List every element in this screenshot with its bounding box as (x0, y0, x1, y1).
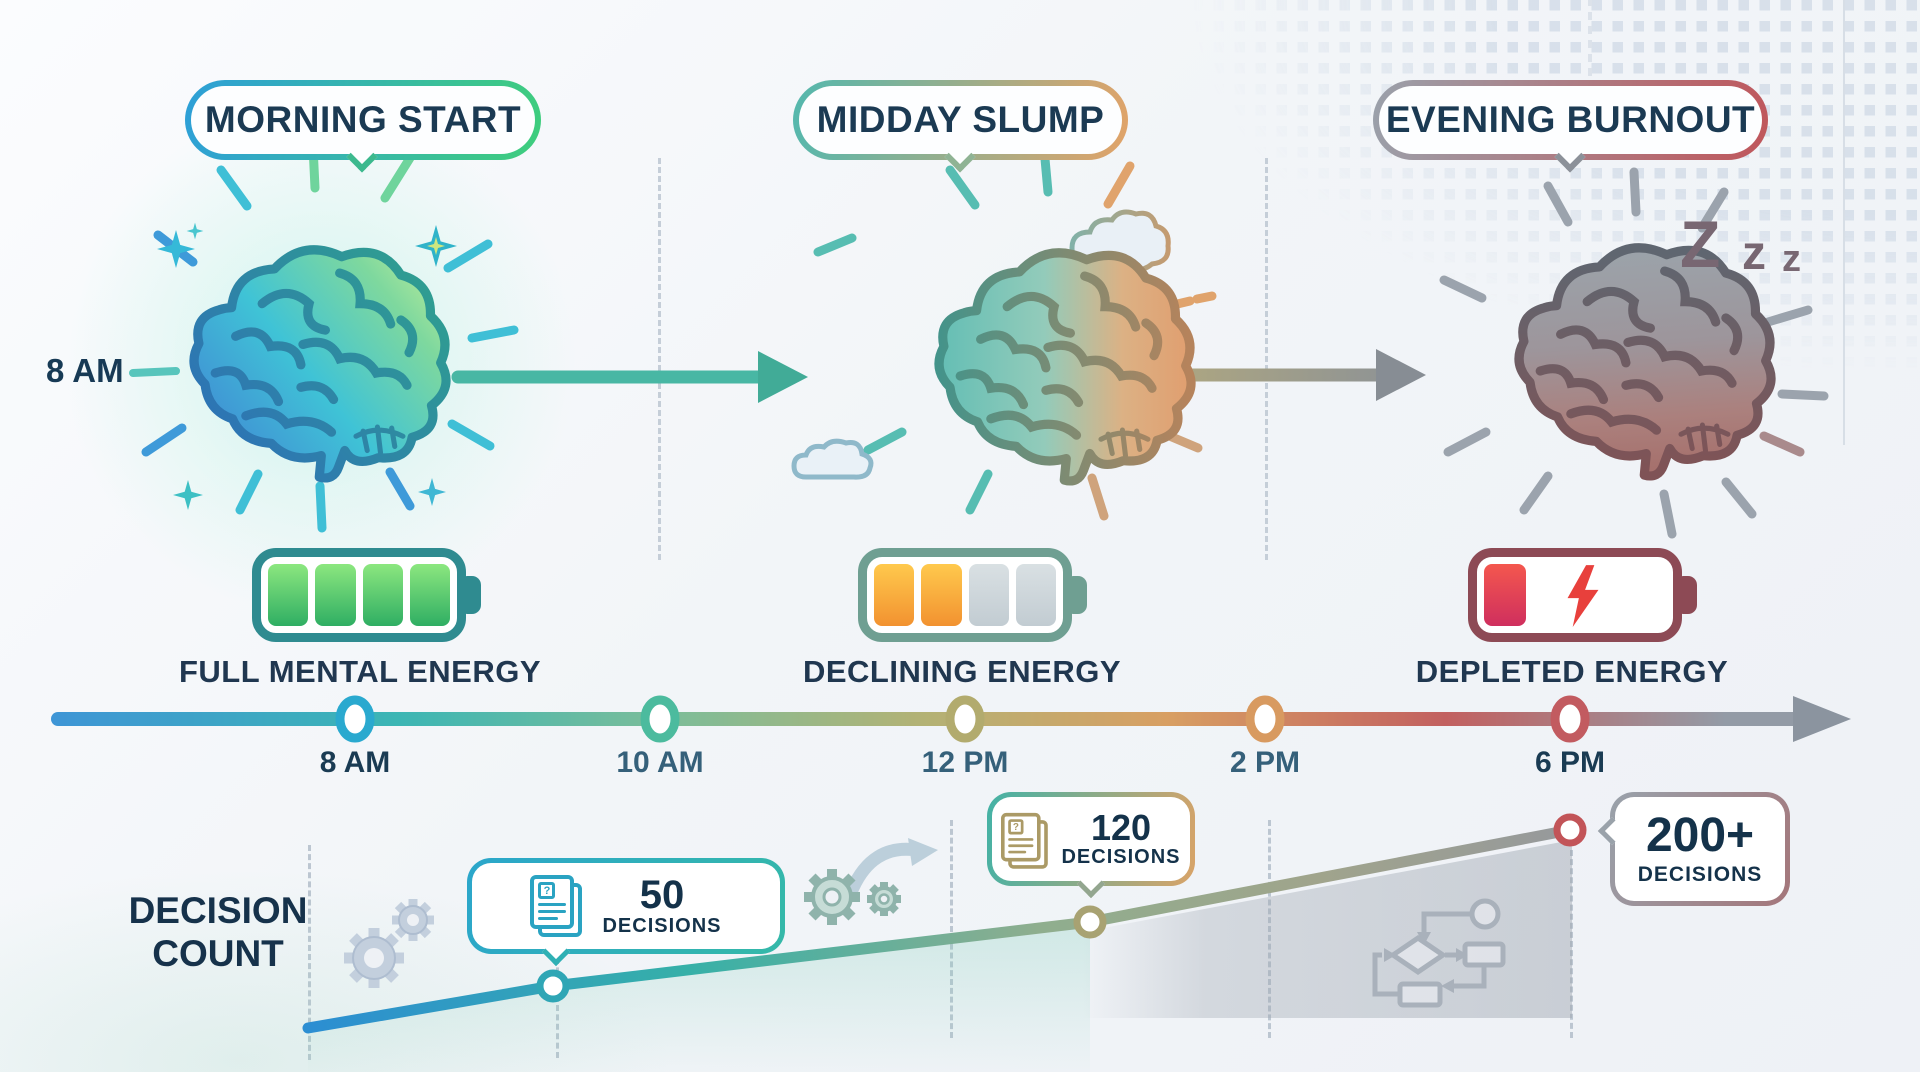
arrow-head-gray-icon (1376, 349, 1426, 401)
battery-depleted-icon (1468, 548, 1682, 642)
callout-value: 120 (1090, 807, 1152, 848)
sleep-z-3: z (1782, 238, 1801, 280)
callout-50-decisions: ? 50 DECISIONS (467, 858, 785, 967)
small-cloud-icon (791, 438, 874, 480)
battery-cell (1484, 564, 1526, 626)
battery-cell (921, 564, 962, 626)
callout-unit: DECISIONS (1061, 846, 1181, 868)
energy-label-declining: DECLINING ENERGY (802, 654, 1122, 689)
timeline-dot-8am (335, 695, 375, 743)
morning-side-time: 8 AM (46, 352, 124, 389)
callout-value: 200+ (1645, 808, 1755, 862)
stage-bubble-evening: EVENING BURNOUT (1373, 80, 1768, 173)
timeline-dot-6pm (1550, 695, 1590, 743)
energy-label-depleted: DEPLETED ENERGY (1415, 654, 1729, 689)
decision-gray-shade (1082, 840, 1572, 1018)
battery-cell (874, 564, 915, 626)
decision-heading-line1: DECISION (128, 890, 308, 931)
battery-cell (362, 564, 403, 626)
brain-evening (1514, 243, 1776, 481)
decision-point-50 (536, 969, 570, 1003)
callout-value: 50 (639, 873, 685, 917)
flowchart-icon (1372, 898, 1506, 1008)
energy-label-full: FULL MENTAL ENERGY (178, 654, 542, 689)
brain-morning (189, 245, 451, 483)
gears-icon-teal (804, 838, 938, 925)
stage-title-evening: EVENING BURNOUT (1385, 99, 1756, 140)
timeline-dot-10am (640, 695, 680, 743)
background-ladder-mark (1588, 0, 1592, 118)
callout-200-decisions: 200+ DECISIONS (1597, 792, 1790, 906)
decision-point-200 (1553, 813, 1587, 847)
timeline-label-10am: 10 AM (616, 746, 704, 779)
arrow-head-teal-icon (758, 351, 808, 403)
battery-cell (968, 564, 1009, 626)
section-divider-2 (1265, 158, 1268, 560)
decision-doc-icon: ? (1001, 812, 1049, 869)
timeline-arrowhead-icon (1793, 696, 1851, 742)
background-vertical-line (1843, 0, 1845, 445)
battery-cell (1015, 564, 1056, 626)
decision-guide-line-3 (950, 820, 953, 1038)
brain-midday (934, 248, 1196, 486)
timeline-dot-2pm (1245, 695, 1285, 743)
stage-title-morning: MORNING START (204, 99, 522, 140)
decision-trend-line (302, 824, 1576, 1034)
battery-declining-icon (858, 548, 1072, 642)
decision-point-120 (1073, 905, 1107, 939)
question-mark-icon: ? (1008, 819, 1024, 835)
gears-icon-blue (344, 899, 434, 988)
section-divider-1 (658, 158, 661, 560)
battery-cell (409, 564, 450, 626)
curved-arrow-icon (845, 842, 923, 897)
timeline-dot-12pm (945, 695, 985, 743)
sleep-z-1: Z (1680, 207, 1721, 281)
sleep-z-2: z (1742, 227, 1766, 280)
callout-120-decisions: ? 120 DECISIONS (987, 792, 1195, 899)
timeline-label-6pm: 6 PM (1534, 746, 1606, 779)
battery-cell (315, 564, 356, 626)
lightning-bolt-icon (1567, 565, 1599, 627)
callout-unit: DECISIONS (1637, 862, 1763, 886)
decision-area-fill (308, 925, 1090, 1072)
decision-heading-line2: COUNT (152, 932, 284, 974)
decision-doc-icon: ? (530, 875, 586, 937)
decision-count-heading: DECISION COUNT (98, 890, 338, 975)
battery-full-icon (252, 548, 466, 642)
battery-cell (268, 564, 309, 626)
stage-bubble-midday: MIDDAY SLUMP (793, 80, 1128, 173)
evening-rays (1439, 167, 1829, 539)
morning-side-dash (129, 367, 180, 377)
timeline-label-12pm: 12 PM (921, 746, 1009, 779)
timeline-label-8am: 8 AM (319, 746, 391, 779)
stage-bubble-morning: MORNING START (185, 80, 541, 173)
stage-title-midday: MIDDAY SLUMP (816, 99, 1105, 140)
timeline-label-2pm: 2 PM (1229, 746, 1301, 779)
callout-unit: DECISIONS (602, 915, 722, 937)
question-mark-icon: ? (538, 882, 556, 899)
